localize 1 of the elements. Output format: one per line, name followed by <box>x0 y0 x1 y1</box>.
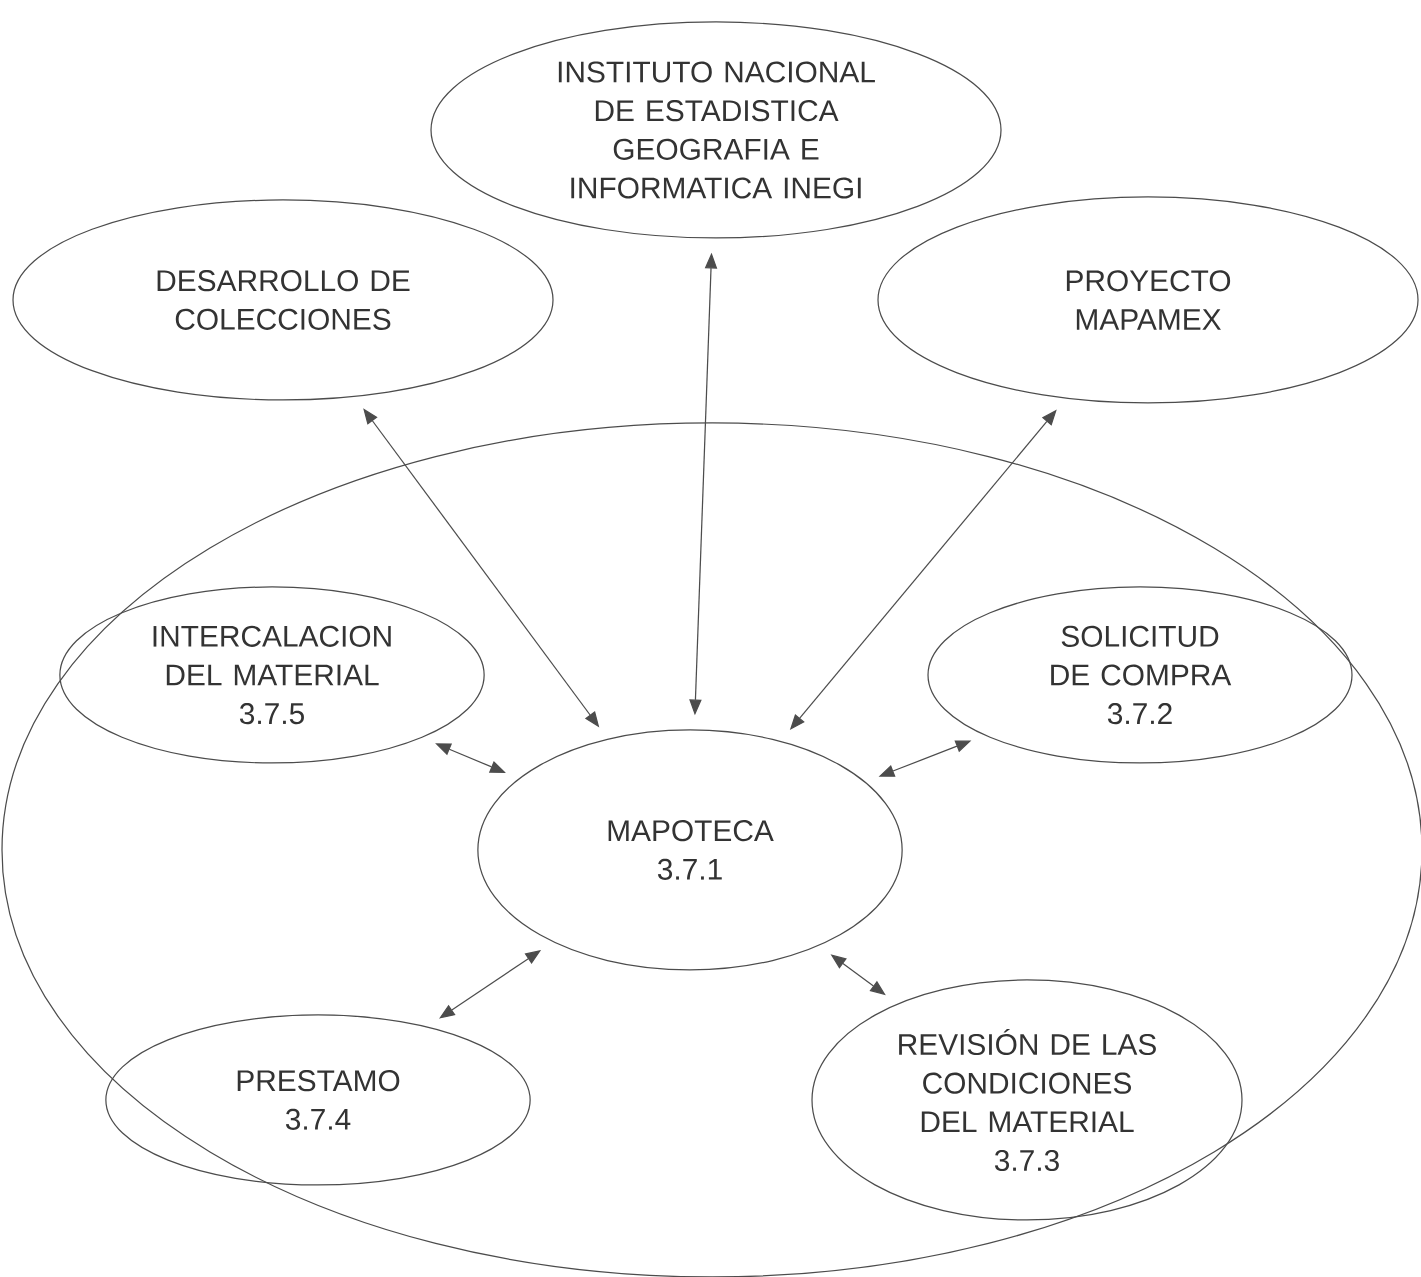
ellipse-outline <box>1 422 1421 1277</box>
